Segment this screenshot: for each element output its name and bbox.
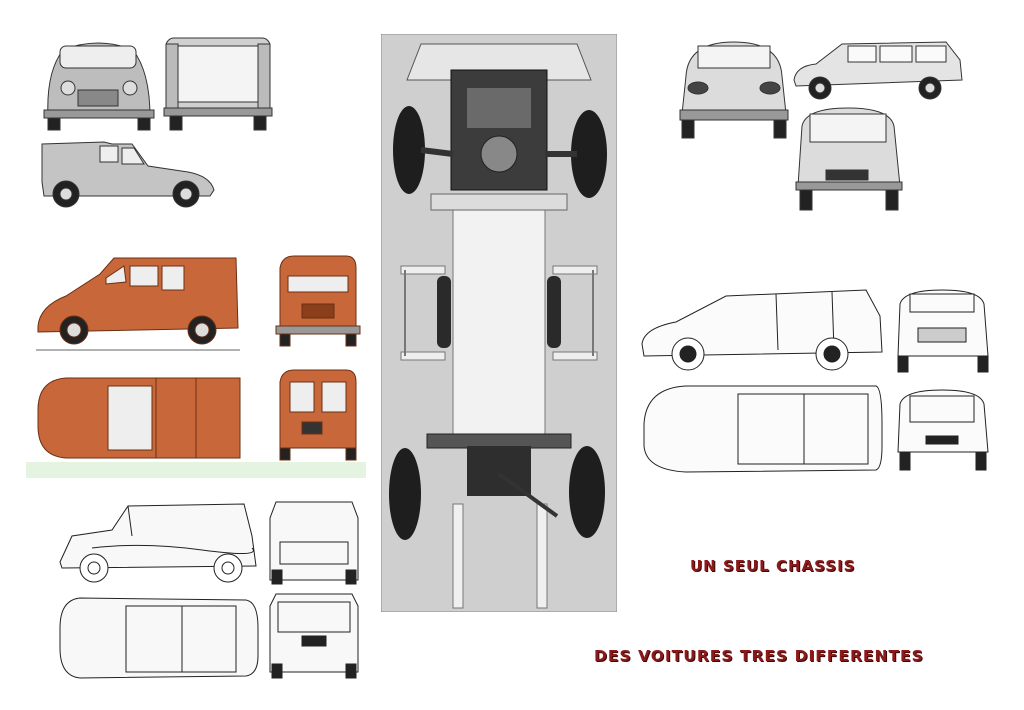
2cv-van-side-view [41, 141, 215, 208]
ami-side-view [793, 41, 963, 100]
orange-van-rear-view [279, 369, 357, 461]
ami-break-drawings [636, 286, 1000, 476]
ami-break-top-view [643, 385, 883, 473]
caption-one-chassis: UN SEUL CHASSIS [690, 557, 856, 575]
orange-van-top-view [37, 377, 241, 459]
mehari-side-view [59, 503, 257, 583]
mehari-top-view [59, 597, 259, 679]
ami-berline-drawings [676, 36, 966, 216]
mehari-front-view [269, 501, 359, 585]
ami-front-view [679, 41, 789, 139]
orange-van-side-view [36, 257, 240, 351]
2cv-van-rear-view [163, 37, 273, 131]
ami-break-rear-view [897, 389, 989, 471]
ami-rear-view [795, 107, 903, 211]
2cv-van-front-view [43, 42, 155, 131]
orange-van-drawings [26, 248, 366, 480]
orange-van-front-view [275, 255, 361, 347]
ami-break-front-view [897, 289, 989, 373]
2cv-van-drawings [38, 32, 278, 212]
mehari-rear-view [269, 593, 359, 679]
mehari-drawings [52, 496, 364, 694]
caption-different-cars: DES VOITURES TRES DIFFERENTES [594, 647, 924, 665]
ami-break-side-view [641, 289, 883, 371]
chassis-photo [381, 34, 617, 612]
